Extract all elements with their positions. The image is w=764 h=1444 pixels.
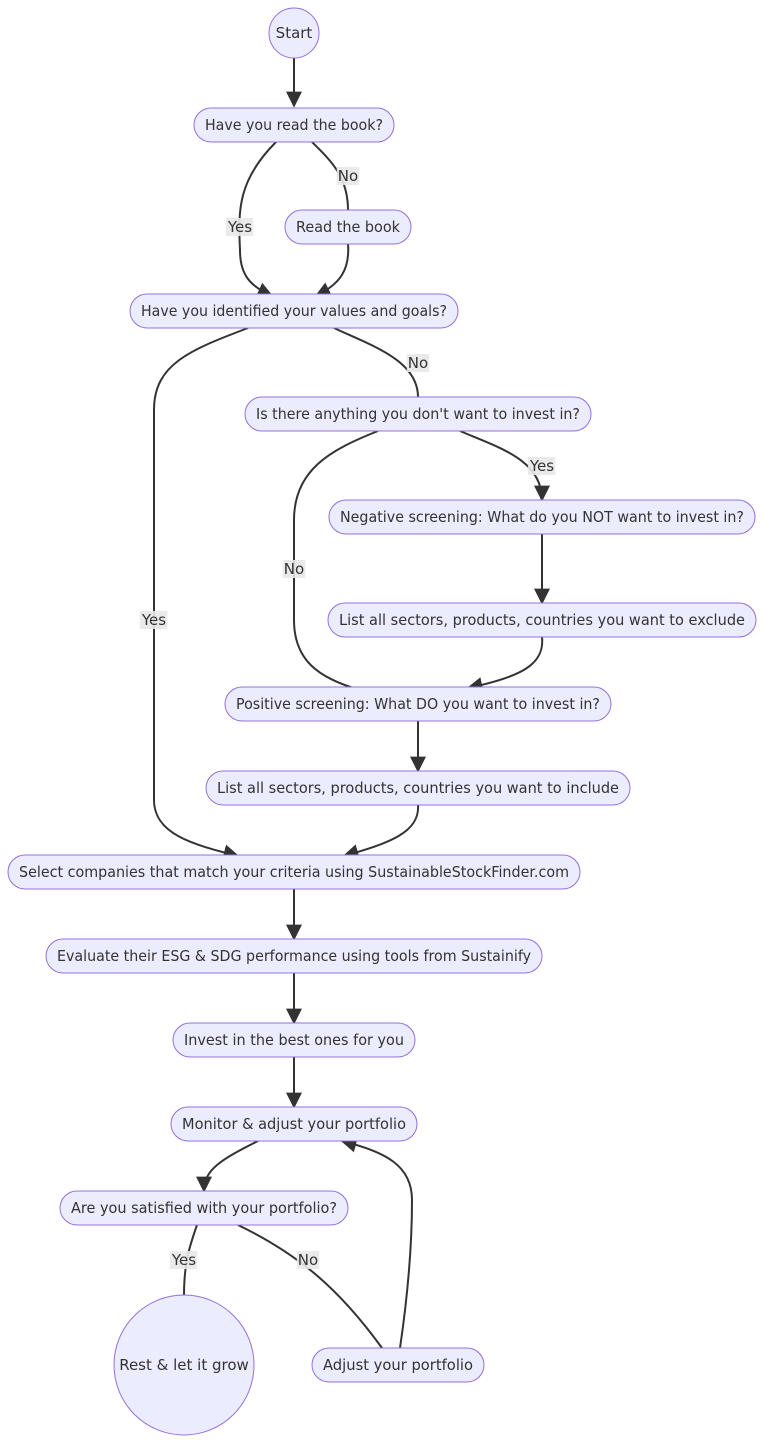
node-satisfied-q: Are you satisfied with your portfolio?	[59, 1190, 349, 1226]
node-label: Evaluate their ESG & SDG performance usi…	[57, 947, 531, 965]
node-label: Monitor & adjust your portfolio	[182, 1115, 406, 1133]
node-pill-shape	[205, 770, 631, 806]
node-pos: Positive screening: What DO you want to …	[224, 686, 612, 722]
node-start: Start	[268, 7, 320, 59]
edge-label-text: Yes	[529, 457, 554, 475]
edge-label-text: Yes	[227, 218, 252, 236]
node-label: Have you read the book?	[205, 116, 383, 134]
node-label: Have you identified your values and goal…	[141, 302, 447, 320]
edge-label-background	[527, 457, 556, 475]
node-pill-shape	[193, 107, 395, 143]
edge-values-q-exclude-q	[333, 327, 419, 398]
node-pill-shape	[170, 1106, 418, 1142]
node-adjust: Adjust your portfolio	[311, 1347, 485, 1383]
edge-label-read-q-read: No	[336, 167, 360, 185]
node-read: Read the book	[284, 209, 412, 245]
edge-label-background	[169, 1251, 198, 1269]
edge-label-background	[225, 218, 254, 236]
node-neg: Negative screening: What do you NOT want…	[328, 499, 756, 535]
edge-label-read-q-values-q: Yes	[225, 218, 254, 236]
edge-incl-list-select	[342, 804, 420, 860]
node-label: List all sectors, products, countries yo…	[217, 779, 619, 797]
node-label: Negative screening: What do you NOT want…	[340, 508, 744, 526]
edge-label-exclude-q-neg: Yes	[527, 457, 556, 475]
node-label: Rest & let it grow	[119, 1356, 249, 1374]
edge-label-text: No	[408, 354, 428, 372]
edge-exclude-q-neg	[459, 430, 550, 502]
edge-label-background	[139, 611, 168, 629]
node-circle-shape	[268, 7, 320, 59]
node-label: Invest in the best ones for you	[184, 1031, 404, 1049]
node-pill-shape	[59, 1190, 349, 1226]
edge-values-q-select	[153, 327, 249, 861]
edge-label-background	[336, 167, 360, 185]
edge-label-values-q-select: Yes	[139, 611, 168, 629]
node-pill-shape	[244, 396, 592, 432]
node-label: Is there anything you don't want to inve…	[256, 405, 580, 423]
node-circle-shape	[113, 1294, 255, 1436]
edge-label-background	[296, 1251, 320, 1269]
edge-label-values-q-exclude-q: No	[406, 354, 430, 372]
edge-label-satisfied-q-adjust: No	[296, 1251, 320, 1269]
edge-satisfied-q-adjust	[237, 1224, 383, 1349]
node-exclude-q: Is there anything you don't want to inve…	[244, 396, 592, 432]
node-pill-shape	[7, 854, 581, 890]
node-label: Positive screening: What DO you want to …	[236, 695, 600, 713]
edge-label-background	[406, 354, 430, 372]
node-label: Read the book	[296, 218, 400, 236]
node-values-q: Have you identified your values and goal…	[129, 293, 459, 329]
node-pill-shape	[284, 209, 412, 245]
edge-label-satisfied-q-rest: Yes	[169, 1251, 198, 1269]
edge-label-exclude-q-pos: No	[282, 560, 306, 578]
node-select: Select companies that match your criteri…	[7, 854, 581, 890]
edge-exclude-q-pos	[293, 430, 379, 691]
edge-adjust-monitor	[340, 1136, 414, 1349]
node-evaluate: Evaluate their ESG & SDG performance usi…	[45, 938, 543, 974]
node-label: Select companies that match your criteri…	[19, 863, 569, 881]
edge-label-text: No	[338, 167, 358, 185]
edge-monitor-satisfied-q	[196, 1140, 259, 1193]
edge-read-q-read	[311, 141, 349, 211]
node-label: Adjust your portfolio	[323, 1356, 473, 1374]
edge-label-background	[282, 560, 306, 578]
node-invest: Invest in the best ones for you	[172, 1022, 416, 1058]
node-rest: Rest & let it grow	[113, 1294, 255, 1436]
edge-label-text: Yes	[141, 611, 166, 629]
node-pill-shape	[311, 1347, 485, 1383]
node-pill-shape	[129, 293, 459, 329]
edge-label-text: No	[284, 560, 304, 578]
node-pill-shape	[327, 602, 757, 638]
edge-read-values-q	[314, 243, 350, 297]
node-excl-list: List all sectors, products, countries yo…	[327, 602, 757, 638]
edge-read-q-values-q	[238, 141, 277, 298]
edge-excl-list-pos	[466, 636, 544, 693]
node-pill-shape	[45, 938, 543, 974]
node-label: Are you satisfied with your portfolio?	[71, 1199, 337, 1217]
node-pill-shape	[172, 1022, 416, 1058]
node-label: Start	[276, 24, 313, 42]
edge-label-text: Yes	[171, 1251, 196, 1269]
node-label: List all sectors, products, countries yo…	[339, 611, 745, 629]
node-pill-shape	[328, 499, 756, 535]
node-incl-list: List all sectors, products, countries yo…	[205, 770, 631, 806]
edge-label-text: No	[298, 1251, 318, 1269]
node-read-q: Have you read the book?	[193, 107, 395, 143]
node-pill-shape	[224, 686, 612, 722]
node-monitor: Monitor & adjust your portfolio	[170, 1106, 418, 1142]
